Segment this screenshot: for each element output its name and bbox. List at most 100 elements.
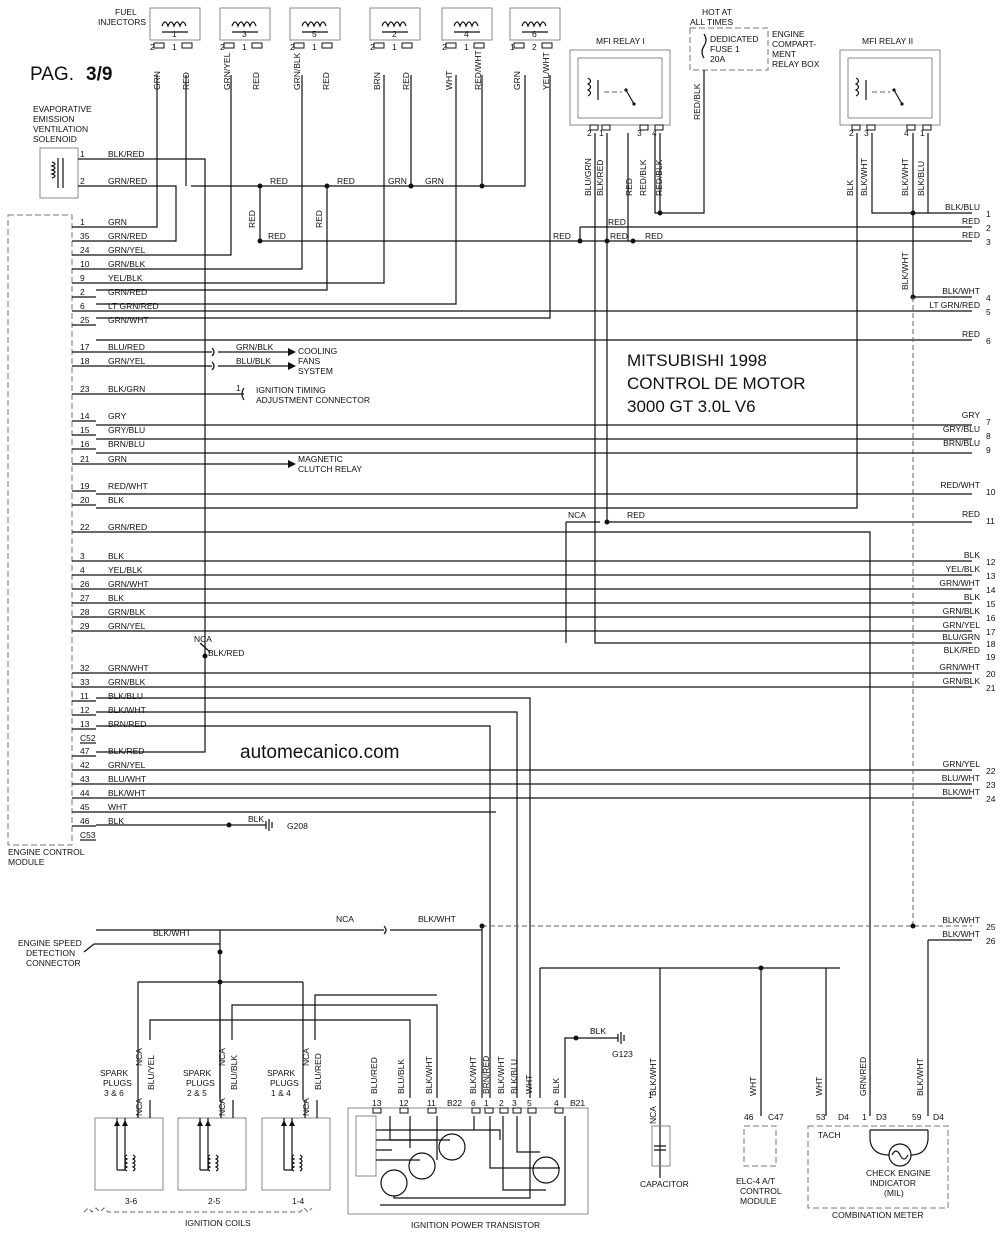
injector-wire-a: GRN/BLK	[292, 52, 302, 90]
ecm-wire: BLK	[108, 551, 124, 561]
ecm-pin: 45	[80, 802, 90, 812]
ecm-wire: BLK/WHT	[108, 705, 146, 715]
ecm-wire: BLK/RED	[108, 746, 144, 756]
right-edge-number: 19	[986, 652, 996, 662]
svg-text:D4: D4	[838, 1112, 849, 1122]
ecm-wire: GRN/YEL	[108, 621, 146, 631]
ecm-pin: 4	[80, 565, 85, 575]
relay-wire: BLK/RED	[595, 160, 605, 196]
ecm-pin: 29	[80, 621, 90, 631]
svg-text:C47: C47	[768, 1112, 784, 1122]
injector-pin-a: 2	[290, 42, 295, 52]
svg-text:BLK: BLK	[551, 1078, 561, 1094]
ecm-pin: 6	[80, 301, 85, 311]
injector-pin-a: 2	[220, 42, 225, 52]
ecm-wire: GRN	[108, 454, 127, 464]
ignition-power-transistor	[347, 1107, 589, 1215]
right-edge-wire: RED	[962, 216, 980, 226]
ecm-wire: GRN/BLK	[108, 607, 146, 617]
ecm-pin: 20	[80, 495, 90, 505]
fuel-injector-number: 3	[242, 29, 247, 39]
svg-text:NCA: NCA	[217, 1048, 227, 1066]
right-edge-number: 11	[986, 516, 995, 526]
combination-meter-label: COMBINATION METER	[832, 1210, 923, 1220]
injector-wire-b: YEL/WHT	[541, 52, 551, 90]
ecm-pin-row: 29 GRN/YEL	[72, 621, 146, 632]
ecm-pin: 14	[80, 411, 90, 421]
ecm-pin-row: 17 BLU/RED	[72, 342, 145, 353]
right-edge-wire: LT GRN/RED	[929, 300, 980, 310]
right-edge-wire: BRN/BLU	[943, 438, 980, 448]
ipt-connector-b21: B21	[570, 1098, 585, 1108]
right-edge-wire: BLK/WHT	[942, 787, 980, 797]
ipt-label: IGNITION POWER TRANSISTOR	[411, 1220, 540, 1230]
ecm-wire: GRN/WHT	[108, 663, 149, 673]
ecm-pin: 25	[80, 315, 90, 325]
svg-text:NCA: NCA	[217, 1098, 227, 1116]
relay-pin: 3	[864, 128, 869, 138]
svg-text:BLK/WHT: BLK/WHT	[418, 914, 456, 924]
ecm-pin: 17	[80, 342, 90, 352]
ecm-connector-c53: C53	[80, 830, 96, 840]
svg-text:NCA: NCA	[301, 1048, 311, 1066]
ecm-wire: LT GRN/RED	[108, 301, 159, 311]
right-edge-number: 20	[986, 669, 996, 679]
watermark: automecanico.com	[240, 742, 399, 763]
svg-text:NCA: NCA	[194, 634, 212, 644]
fuel-injector-number: 6	[532, 29, 537, 39]
svg-text:53: 53	[816, 1112, 826, 1122]
svg-text:NCA: NCA	[336, 914, 354, 924]
ecm-wire: GRN/BLK	[108, 259, 146, 269]
ecm-pin: 24	[80, 245, 90, 255]
svg-text:RED: RED	[608, 217, 626, 227]
ecm-wire: GRN/YEL	[108, 356, 146, 366]
fuel-injector-number: 2	[392, 29, 397, 39]
ecm-wire: RED/WHT	[108, 481, 148, 491]
ecm-pin: 13	[80, 719, 90, 729]
right-edge-number: 4	[986, 293, 991, 303]
ecm-wire: WHT	[108, 802, 127, 812]
ecm-wire: BRN/BLU	[108, 439, 145, 449]
svg-text:BLK/WHT: BLK/WHT	[648, 1058, 658, 1096]
relay-wire: RED/BLK	[654, 159, 664, 196]
right-edge-number: 14	[986, 585, 996, 595]
ecm-wire: BLU/RED	[108, 342, 145, 352]
svg-text:11: 11	[427, 1098, 436, 1108]
right-edge-number: 6	[986, 336, 991, 346]
svg-text:5: 5	[527, 1098, 532, 1108]
svg-text:BLU/RED: BLU/RED	[313, 1053, 323, 1090]
ecm-pin: 42	[80, 760, 90, 770]
right-edge-number: 8	[986, 431, 991, 441]
ecm-pin: 28	[80, 607, 90, 617]
svg-text:12: 12	[399, 1098, 409, 1108]
ecm-pin: 18	[80, 356, 90, 366]
ecm-wire: GRN/YEL	[108, 245, 146, 255]
svg-text:59: 59	[912, 1112, 922, 1122]
right-edge-wire: RED	[962, 329, 980, 339]
ecm-pin: 23	[80, 384, 90, 394]
mfi-relay-1	[569, 49, 671, 126]
svg-text:RED: RED	[247, 210, 257, 228]
right-edge-number: 24	[986, 794, 996, 804]
ecm-pin-row: 24 GRN/YEL	[72, 245, 146, 256]
right-edge-number: 3	[986, 237, 991, 247]
